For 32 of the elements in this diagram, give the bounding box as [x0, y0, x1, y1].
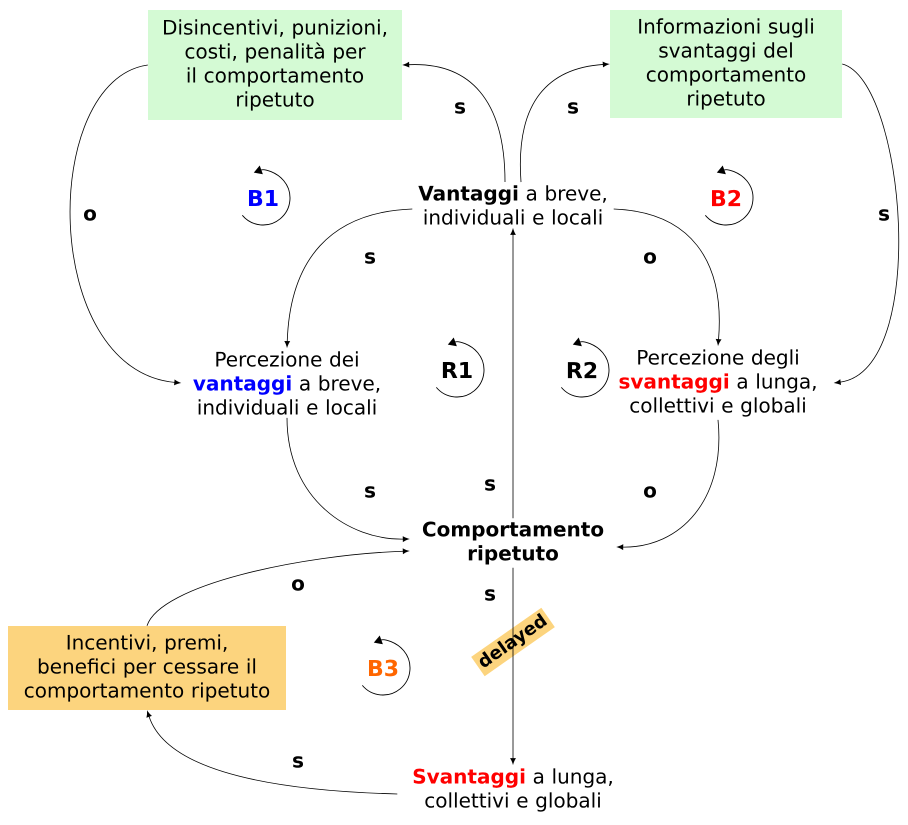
- arrow: [284, 208, 413, 347]
- edge-label: s: [483, 588, 497, 602]
- variable-text: Svantaggi a lunga, collettivi e globali: [414, 768, 612, 812]
- edge-label: s: [453, 101, 467, 115]
- arrow: [70, 64, 180, 386]
- action-box: Disincentivi, punizioni, costi, penalità per il comportamento ripetuto: [148, 10, 402, 120]
- edge-label: s: [363, 251, 377, 265]
- variable-text: Vantaggi a breve, individuali e locali: [418, 185, 606, 225]
- action-box: Incentivi, premi, benefici per cessare il comportamento ripetuto: [8, 626, 286, 710]
- edge-label: s: [483, 478, 497, 492]
- edge-label: s: [877, 208, 891, 222]
- variable-text: Comportamento ripetuto: [422, 522, 604, 564]
- arrow: [403, 62, 506, 182]
- arrow: [146, 548, 409, 626]
- edge-label: o: [82, 208, 98, 222]
- edge-label: o: [290, 578, 306, 592]
- arrow: [286, 418, 409, 542]
- variable-text: Percezione dei vantaggi a breve, individuali e locali: [193, 351, 380, 415]
- action-box: Informazioni sugli svantaggi del comportamento ripetuto: [610, 10, 842, 118]
- arrow: [617, 419, 720, 550]
- arrow: [520, 62, 609, 182]
- arrow: [834, 64, 899, 385]
- arrow: [510, 567, 516, 764]
- edge-label: o: [642, 485, 658, 499]
- arrow: [510, 228, 516, 519]
- arrow: [613, 208, 722, 346]
- edge-label: o: [642, 251, 658, 265]
- edge-label: s: [291, 755, 305, 769]
- edge-label: s: [363, 485, 377, 499]
- arrow: [146, 711, 398, 794]
- variable-text: Percezione degli svantaggi a lunga, collettivi e globali: [620, 349, 816, 417]
- edge-label: s: [566, 101, 580, 115]
